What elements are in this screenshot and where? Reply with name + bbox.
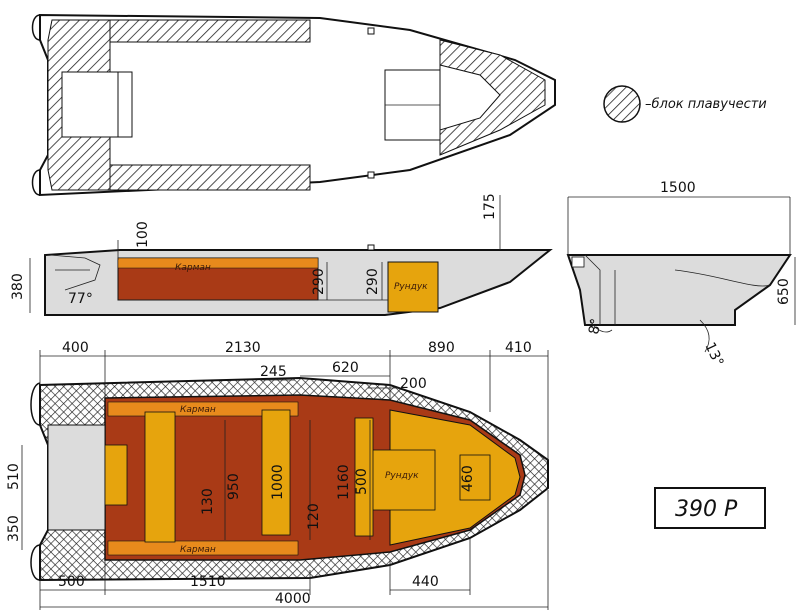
plan-locker xyxy=(389,409,521,546)
dim-120: 120 xyxy=(306,503,322,530)
model-box: 390 Р xyxy=(654,487,766,529)
dim-100: 100 xyxy=(135,221,151,248)
dim-1160: 1160 xyxy=(336,464,352,500)
dim-1500: 1500 xyxy=(660,180,696,196)
dim-620: 620 xyxy=(332,360,359,376)
pocket-bottom-label: Карман xyxy=(180,545,216,555)
dim-1000: 1000 xyxy=(270,464,286,500)
dim-200: 200 xyxy=(400,376,427,392)
dim-13-angle: 13° xyxy=(701,340,726,369)
locker-label: Рундук xyxy=(385,471,419,481)
top-view xyxy=(31,13,556,197)
dim-650: 650 xyxy=(776,278,792,305)
legend: –блок плавучести xyxy=(603,85,767,123)
dim-8-angle: 8° xyxy=(586,317,605,335)
dim-4000: 4000 xyxy=(275,591,311,607)
model-label: 390 Р xyxy=(675,497,738,522)
side-pocket-label: Карман xyxy=(175,263,211,273)
dim-890: 890 xyxy=(428,340,455,356)
dim-290-b: 290 xyxy=(365,268,381,295)
dim-500-bottom: 500 xyxy=(58,574,85,590)
side-view: Карман Рундук 380 77° 100 290 290 175 xyxy=(10,193,553,316)
legend-label: –блок плавучести xyxy=(645,97,767,112)
pocket-top-label: Карман xyxy=(180,405,216,415)
dim-350: 350 xyxy=(6,515,22,542)
dim-460: 460 xyxy=(460,465,476,492)
dim-77-angle: 77° xyxy=(68,291,93,307)
dim-950: 950 xyxy=(226,473,242,500)
dim-130: 130 xyxy=(200,488,216,515)
dim-410: 410 xyxy=(505,340,532,356)
dim-400: 400 xyxy=(62,340,89,356)
dim-290-a: 290 xyxy=(311,268,327,295)
dim-440: 440 xyxy=(412,574,439,590)
plan-pocket-bottom xyxy=(107,540,299,556)
plan-view: Карман Карман Рундук 130 950 1000 120 11… xyxy=(6,340,549,610)
dim-1510: 1510 xyxy=(190,574,226,590)
side-locker-label: Рундук xyxy=(394,282,428,292)
dim-500: 500 xyxy=(354,468,370,495)
dim-510: 510 xyxy=(6,463,22,490)
dim-2130: 2130 xyxy=(225,340,261,356)
front-view: 1500 650 8° 13° xyxy=(566,180,796,369)
dim-175: 175 xyxy=(482,193,498,220)
legend-swatch xyxy=(603,85,641,123)
dim-245: 245 xyxy=(260,364,287,380)
dim-380: 380 xyxy=(10,273,26,300)
